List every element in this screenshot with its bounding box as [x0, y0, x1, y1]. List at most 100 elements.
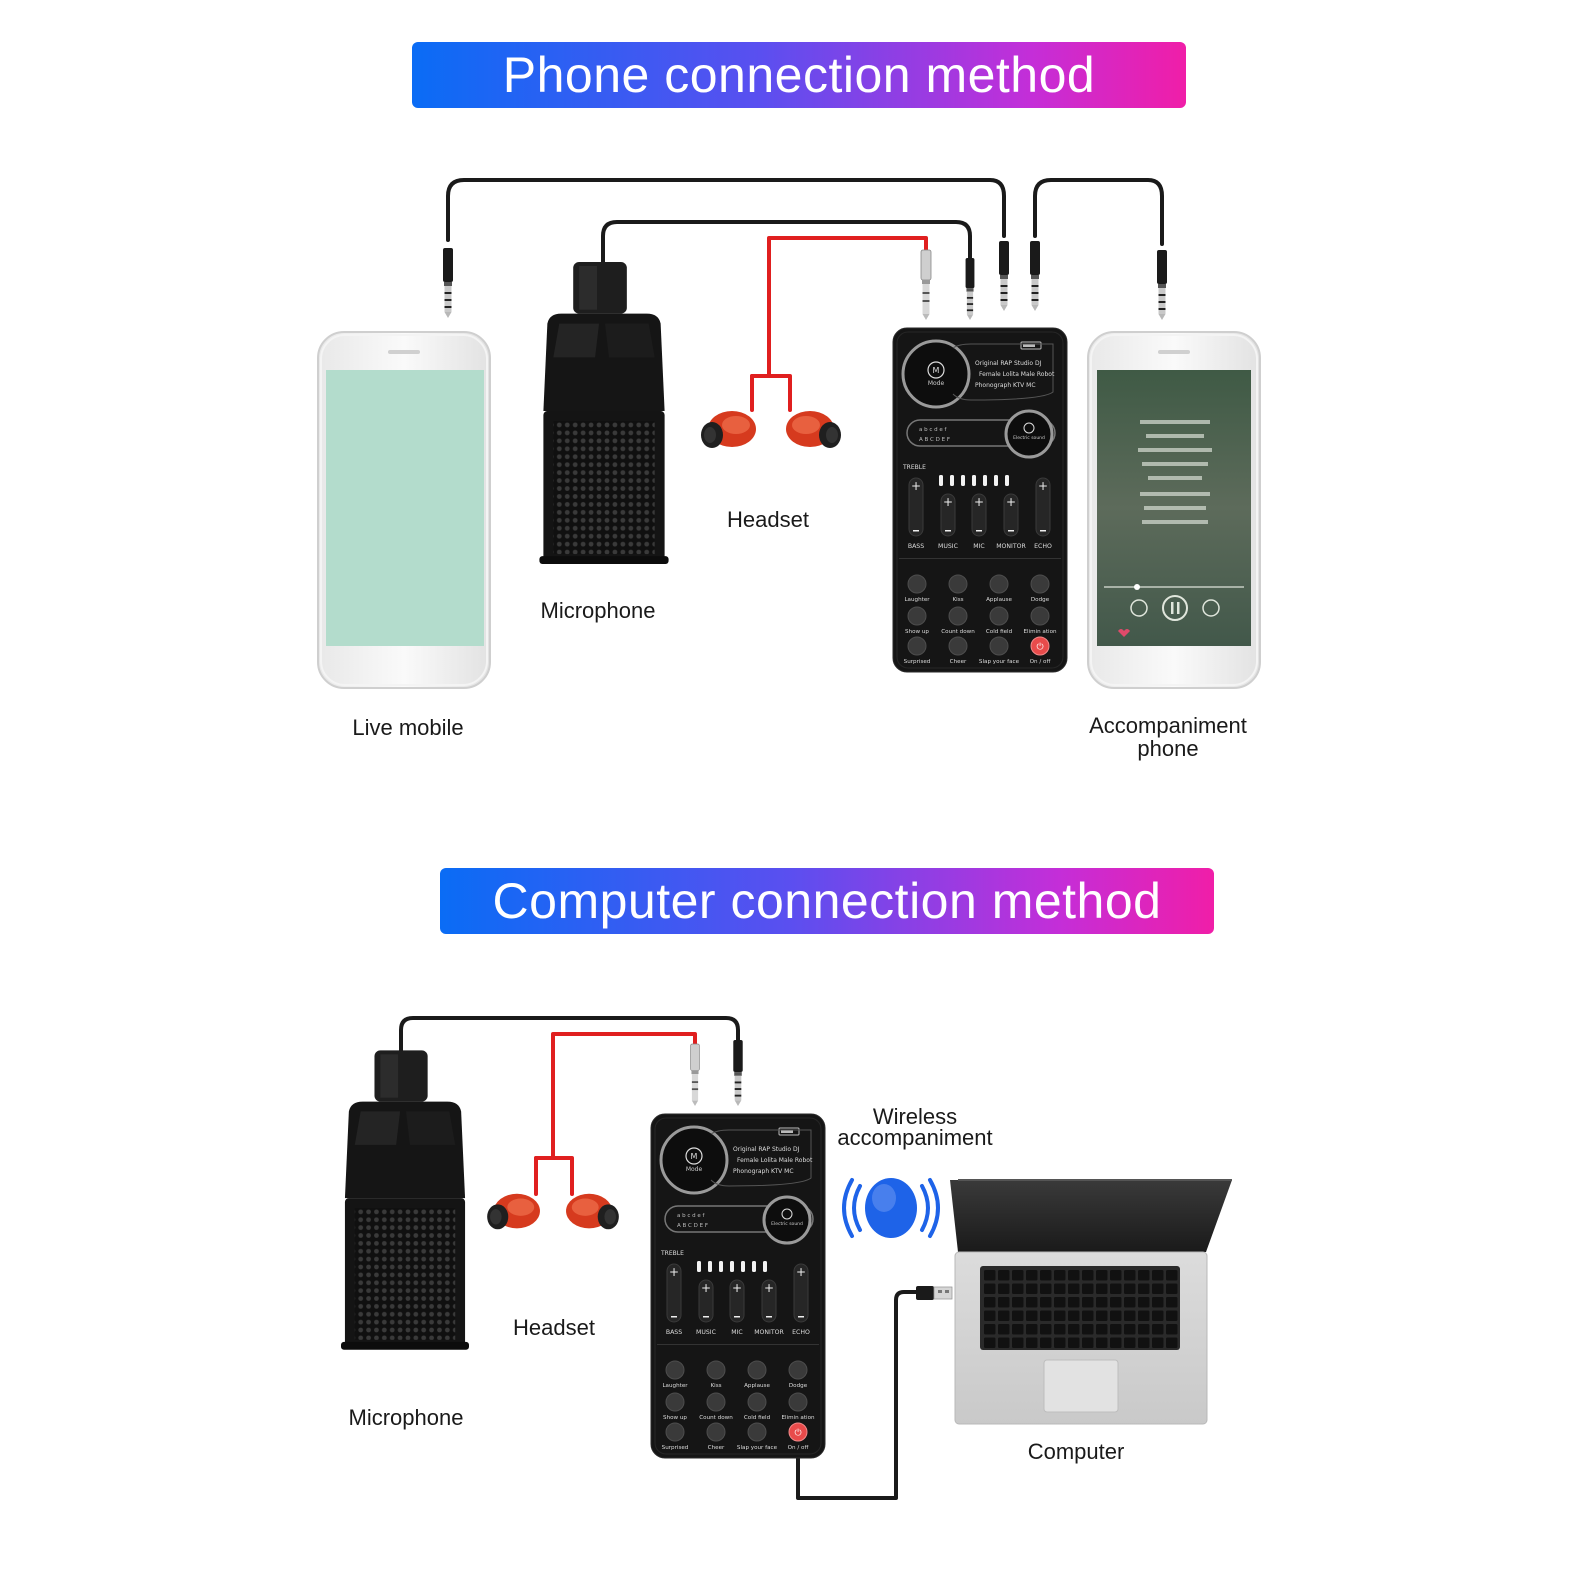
- key: [1166, 1297, 1178, 1308]
- key: [984, 1310, 996, 1321]
- key: [1040, 1297, 1052, 1308]
- key: [1082, 1337, 1094, 1348]
- key: [1110, 1310, 1122, 1321]
- phone-section-cables: [446, 178, 1164, 412]
- key: [1166, 1283, 1178, 1294]
- key: [1096, 1324, 1108, 1335]
- cable-mic-to-card-2: [399, 1016, 740, 1054]
- effect-label-0-3-b: Dodge: [789, 1383, 808, 1389]
- microphone-label-2: Microphone: [348, 1405, 464, 1430]
- treble-label-b: TREBLE: [660, 1250, 684, 1257]
- effect-label-1-2-a: Cold field: [986, 629, 1013, 635]
- key: [1110, 1297, 1122, 1308]
- mode-m-glyph-a: M: [933, 366, 940, 375]
- computer-label: Computer: [1027, 1439, 1125, 1464]
- key: [998, 1270, 1010, 1281]
- usb-cable: [796, 1290, 920, 1500]
- slider-label-1-b: MUSIC: [696, 1329, 716, 1336]
- slider-label-2-a: MIC: [973, 543, 984, 550]
- mode-m-glyph-b: M: [691, 1152, 698, 1161]
- key: [1012, 1310, 1024, 1321]
- effect-label-2-2-a: Slap your face: [979, 659, 1020, 665]
- key: [1152, 1297, 1164, 1308]
- effect-label-2-3-b: On / off: [788, 1445, 809, 1451]
- microphone-icon: [539, 262, 669, 565]
- key: [1026, 1297, 1038, 1308]
- letters-top-a: a b c d e f: [919, 427, 948, 433]
- key: [998, 1283, 1010, 1294]
- key: [1026, 1324, 1038, 1335]
- effect-label-2-1-a: Cheer: [950, 659, 967, 665]
- key: [1152, 1337, 1164, 1348]
- jack-card-3-icon: [1030, 241, 1040, 311]
- key: [984, 1297, 996, 1308]
- effect-label-1-0-b: Show up: [663, 1415, 687, 1421]
- key: [998, 1310, 1010, 1321]
- key: [1040, 1324, 1052, 1335]
- key: [1166, 1337, 1178, 1348]
- svg-text:+: +: [732, 1281, 742, 1295]
- wireless-line1: Wireless: [872, 1104, 958, 1129]
- effect-label-2-0-b: Surprised: [662, 1445, 689, 1451]
- key: [1012, 1297, 1024, 1308]
- effect-label-1-2-b: Cold field: [744, 1415, 771, 1421]
- effect-label-2-2-b: Slap your face: [737, 1445, 778, 1451]
- svg-text:+: +: [764, 1281, 774, 1295]
- modes-row1-b: Original RAP Studio DJ: [733, 1146, 800, 1153]
- key: [1138, 1310, 1150, 1321]
- treble-label-a: TREBLE: [902, 464, 926, 471]
- svg-text:+: +: [701, 1281, 711, 1295]
- key: [1012, 1324, 1024, 1335]
- slider-label-4-b: ECHO: [792, 1329, 810, 1336]
- svg-text:+: +: [1006, 495, 1016, 509]
- key: [1166, 1270, 1178, 1281]
- jack-live-icon: [443, 248, 453, 318]
- key: [1096, 1283, 1108, 1294]
- cable-mic-to-card: [601, 220, 972, 264]
- key: [984, 1283, 996, 1294]
- mode-label-b: Mode: [686, 1166, 703, 1173]
- key: [1054, 1337, 1066, 1348]
- key: [1082, 1270, 1094, 1281]
- cable-live-to-card: [446, 178, 1006, 242]
- earbud-left-2-icon: [487, 1193, 540, 1230]
- live-mobile-screen: [326, 370, 484, 646]
- power-icon-a: ⏻: [1036, 642, 1043, 653]
- key: [1166, 1310, 1178, 1321]
- letters-bottom-a: A B C D E F: [919, 437, 950, 443]
- key: [1040, 1337, 1052, 1348]
- effect-label-1-3-a: Elimin ation: [1023, 629, 1057, 635]
- cable-accomp-to-card: [1033, 178, 1164, 246]
- electric-sound-label-a: Electric sound: [1013, 435, 1045, 441]
- electric-sound-label-b: Electric sound: [771, 1221, 803, 1227]
- key: [1054, 1270, 1066, 1281]
- microphone-2-icon: [341, 1050, 469, 1350]
- key: [1082, 1297, 1094, 1308]
- key: [1166, 1324, 1178, 1335]
- key: [1138, 1283, 1150, 1294]
- key: [1012, 1270, 1024, 1281]
- key: [1138, 1297, 1150, 1308]
- svg-text:+: +: [796, 1265, 806, 1279]
- key: [1124, 1310, 1136, 1321]
- key: [1068, 1283, 1080, 1294]
- key: [1068, 1297, 1080, 1308]
- key: [1152, 1283, 1164, 1294]
- key: [1152, 1324, 1164, 1335]
- key: [998, 1337, 1010, 1348]
- key: [1054, 1310, 1066, 1321]
- slider-label-4-a: ECHO: [1034, 543, 1052, 550]
- key: [998, 1297, 1010, 1308]
- key: [1096, 1337, 1108, 1348]
- effect-label-0-1-b: Kiss: [710, 1383, 721, 1389]
- key: [1096, 1297, 1108, 1308]
- modes-row1-a: Original RAP Studio DJ: [975, 360, 1042, 367]
- key: [1040, 1310, 1052, 1321]
- jack-card-2-icon: [965, 258, 975, 320]
- effect-label-0-1-a: Kiss: [952, 597, 963, 603]
- key: [1054, 1283, 1066, 1294]
- key: [1012, 1337, 1024, 1348]
- slider-label-1-a: MUSIC: [938, 543, 958, 550]
- key: [1012, 1283, 1024, 1294]
